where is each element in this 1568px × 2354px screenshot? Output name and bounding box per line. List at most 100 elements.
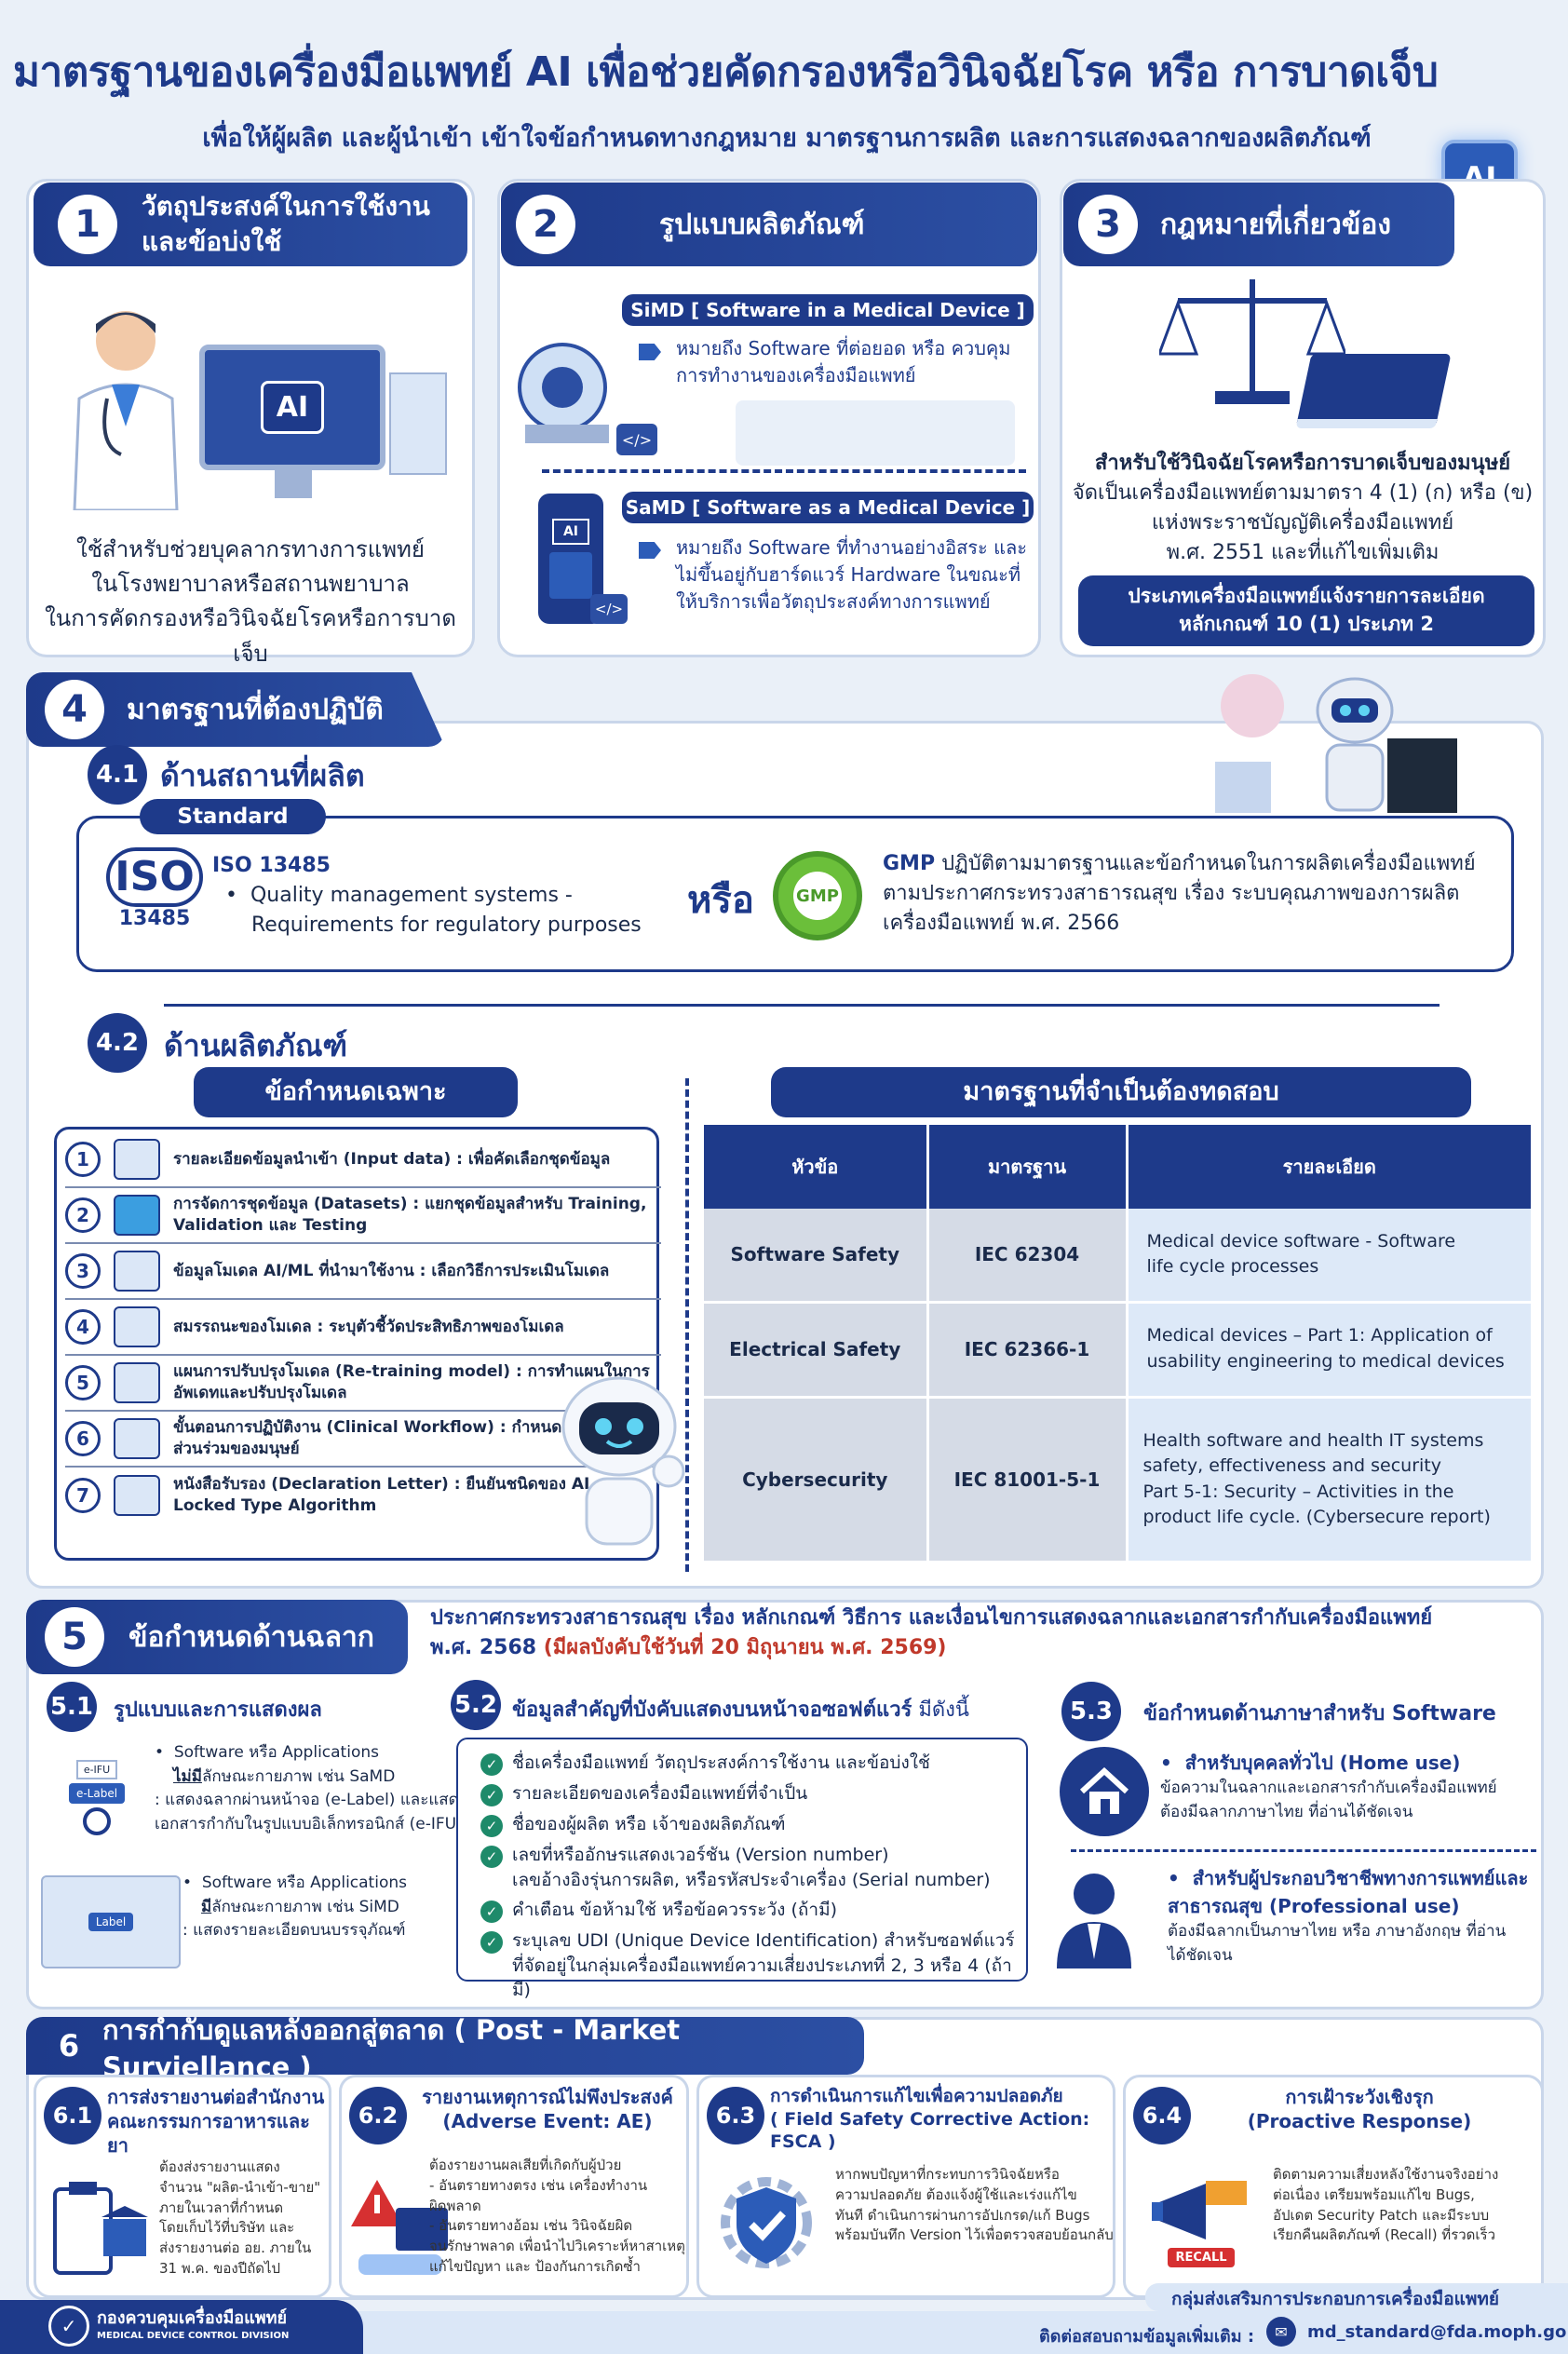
page-subtitle: เพื่อให้ผู้ผลิต และผู้นำเข้า เข้าใจข้อกำ… [202, 124, 1372, 153]
label-announcement: ประกาศกระทรวงสาธารณสุข เรื่อง หลักเกณฑ์ … [430, 1606, 1433, 1659]
section-3-body: สำหรับใช้วินิจฉัยโรคหรือการบาดเจ็บของมนุ… [1072, 452, 1534, 564]
section-5-3-title: ข้อกำหนดด้านภาษาสำหรับ Software [1143, 1702, 1496, 1725]
hospital-icon [389, 372, 447, 475]
section-number: 1 [58, 195, 117, 254]
section-number: 4 [45, 680, 104, 739]
code-icon: </> [590, 594, 628, 624]
contact-email-link[interactable]: md_standard@fda.moph.go.th [1307, 2322, 1568, 2342]
warning-monitor-icon [349, 2171, 452, 2282]
chart-icon [114, 1306, 160, 1347]
table-row: Cybersecurity IEC 81001-5-1 Health softw… [704, 1397, 1531, 1561]
divider [1071, 1849, 1536, 1852]
law-book-icon [1295, 354, 1452, 428]
list-item: ✓ชื่อเครื่องมือแพทย์ วัตถุประสงค์การใช้ง… [480, 1751, 1030, 1776]
section-5-2-list: ✓ชื่อเครื่องมือแพทย์ วัตถุประสงค์การใช้ง… [480, 1751, 1030, 2009]
table-row: Electrical Safety IEC 62366-1 Medical de… [704, 1302, 1531, 1397]
section-5-title: ข้อกำหนดด้านฉลาก [128, 1620, 374, 1654]
robot-doctor-icon [1215, 659, 1467, 818]
section-number: 2 [516, 195, 575, 254]
mdcd-logo-icon: ✓ [48, 2306, 89, 2347]
standard-label: Standard [140, 799, 326, 834]
contact-label: ติดต่อสอบถามข้อมูลเพิ่มเติม : [1039, 2327, 1255, 2347]
post-market-card-2: 6.2 รายงานเหตุการณ์ไม่พึงประสงค์(Adverse… [339, 2075, 689, 2298]
list-item: ✓ชื่อของผู้ผลิต หรือ เจ้าของผลิตภัณฑ์ [480, 1812, 1030, 1837]
std-label: มาตรฐานที่จำเป็นต้องทดสอบ [771, 1067, 1471, 1117]
section-4-1-title: ด้านสถานที่ผลิต [160, 758, 365, 793]
vertical-divider [685, 1078, 689, 1572]
folder-icon [114, 1195, 160, 1236]
section-1-title: วัตถุประสงค์ในการใช้งาน [142, 191, 430, 223]
section-number: 5 [45, 1607, 104, 1667]
section-4-title: มาตรฐานที่ต้องปฏิบัติ [127, 693, 384, 726]
robot-mascot-icon [549, 1369, 689, 1555]
section-3-header: 3 กฎหมายที่เกี่ยวข้อง [1063, 183, 1454, 266]
arrow-icon [639, 542, 661, 559]
check-icon: ✓ [480, 1931, 503, 1955]
section-4-header: 4 มาตรฐานที่ต้องปฏิบัติ [26, 672, 445, 747]
section-3-title: กฎหมายที่เกี่ยวข้อง [1160, 208, 1392, 241]
footer-division-bar [1145, 2283, 1568, 2311]
section-5-3-number: 5.3 [1061, 1682, 1121, 1741]
iso-logo: ISO 13485 [106, 847, 203, 930]
section-5-2-title: ข้อมูลสำคัญที่บังคับแสดงบนหน้าจอซอฟต์แวร… [512, 1698, 969, 1722]
section-5-1-bullet-2: • Software หรือ Applications มีลักษณะกาย… [182, 1874, 407, 1940]
list-item: ✓รายละเอียดของเครื่องมือแพทย์ที่จำเป็น [480, 1781, 1030, 1806]
iso-description: ISO 13485 • Quality management systems -… [212, 854, 642, 937]
section-5-2-box [456, 1738, 1028, 1982]
clipboard-bank-icon [46, 2171, 148, 2282]
refresh-icon [114, 1362, 160, 1403]
section-5-1-title: รูปแบบและการแสดงผล [114, 1698, 322, 1722]
samd-label: SaMD [ Software as a Medical Device ] [622, 492, 1034, 523]
section-6-title: การกำกับดูแลหลังออกสู่ตลาด ( Post - Mark… [102, 2014, 681, 2083]
mail-icon: ✉ [1266, 2317, 1296, 2347]
mri-scanner-icon [516, 331, 618, 453]
or-label: หรือ [687, 879, 754, 922]
e-label-icon: e-IFU e-Label [41, 1751, 153, 1844]
home-use-text: • สำหรับบุคคลทั่วไป (Home use) ข้อความใน… [1160, 1752, 1497, 1821]
database-icon [114, 1139, 160, 1180]
simd-label: SiMD [ Software in a Medical Device ] [622, 294, 1034, 326]
check-icon: ✓ [480, 1753, 503, 1776]
section-2-title: รูปแบบผลิตภัณฑ์ [659, 208, 865, 241]
page-title: มาตรฐานของเครื่องมือแพทย์ AI เพื่อช่วยคั… [13, 48, 1439, 96]
code-icon: </> [616, 424, 657, 455]
section-4-2-number: 4.2 [88, 1013, 147, 1073]
professional-use-text: • สำหรับผู้ประกอบวิชาชีพทางการแพทย์และ ส… [1168, 1867, 1529, 1965]
section-3-pill: ประเภทเครื่องมือแพทย์แจ้งรายการละเอียด ห… [1078, 575, 1534, 646]
post-market-card-4: 6.4 การเฝ้าระวังเชิงรุก(Proactive Respon… [1123, 2075, 1544, 2298]
meeting-illustration [736, 400, 1015, 466]
spec-label: ข้อกำหนดเฉพาะ [194, 1067, 518, 1117]
post-market-card-1: 6.1 การส่งรายงานต่อสำนักงานคณะกรรมการอาห… [34, 2075, 331, 2298]
post-market-card-3: 6.3 การดำเนินการแก้ไขเพื่อความปลอดภัย( F… [696, 2075, 1115, 2298]
table-row: Software Safety IEC 62304 Medical device… [704, 1209, 1531, 1302]
section-4-2-title: ด้านผลิตภัณฑ์ [164, 1028, 348, 1063]
check-icon: ✓ [480, 1901, 503, 1924]
samd-description: หมายถึง Software ที่ทำงานอย่างอิสระ และ … [676, 536, 1028, 613]
list-item: ✓เลขที่หรืออักษรแสดงเวอร์ชัน (Version nu… [480, 1843, 1030, 1892]
divider [542, 469, 1026, 473]
section-5-header: 5 ข้อกำหนดด้านฉลาก [26, 1600, 408, 1674]
table-header: มาตรฐาน [927, 1125, 1129, 1209]
footer-org: กองควบคุมเครื่องมือแพทย์ MEDICAL DEVICE … [97, 2308, 290, 2341]
doctor-icon [56, 296, 196, 510]
device-label-icon: Label [41, 1875, 181, 1968]
network-icon [114, 1251, 160, 1292]
section-5-1-bullet-1: • Software หรือ Applications ไม่มีลักษณะ… [155, 1743, 467, 1833]
check-icon: ✓ [480, 1784, 503, 1806]
section-6-header: 6 การกำกับดูแลหลังออกสู่ตลาด ( Post - Ma… [26, 2014, 864, 2083]
check-icon: ✓ [480, 1846, 503, 1868]
section-5-2-number: 5.2 [451, 1680, 501, 1730]
check-icon: ✓ [480, 1815, 503, 1837]
monitor-stand [275, 470, 312, 498]
recall-megaphone-icon: RECALL [1141, 2167, 1262, 2279]
section-1-body: ใช้สำหรับช่วยบุคลากรทางการแพทย์ ในโรงพยา… [45, 536, 456, 667]
gmp-description: GMP ปฏิบัติตามมาตรฐานและข้อกำหนดในการผลิ… [883, 852, 1476, 935]
ai-monitor-icon: AI [199, 345, 385, 470]
